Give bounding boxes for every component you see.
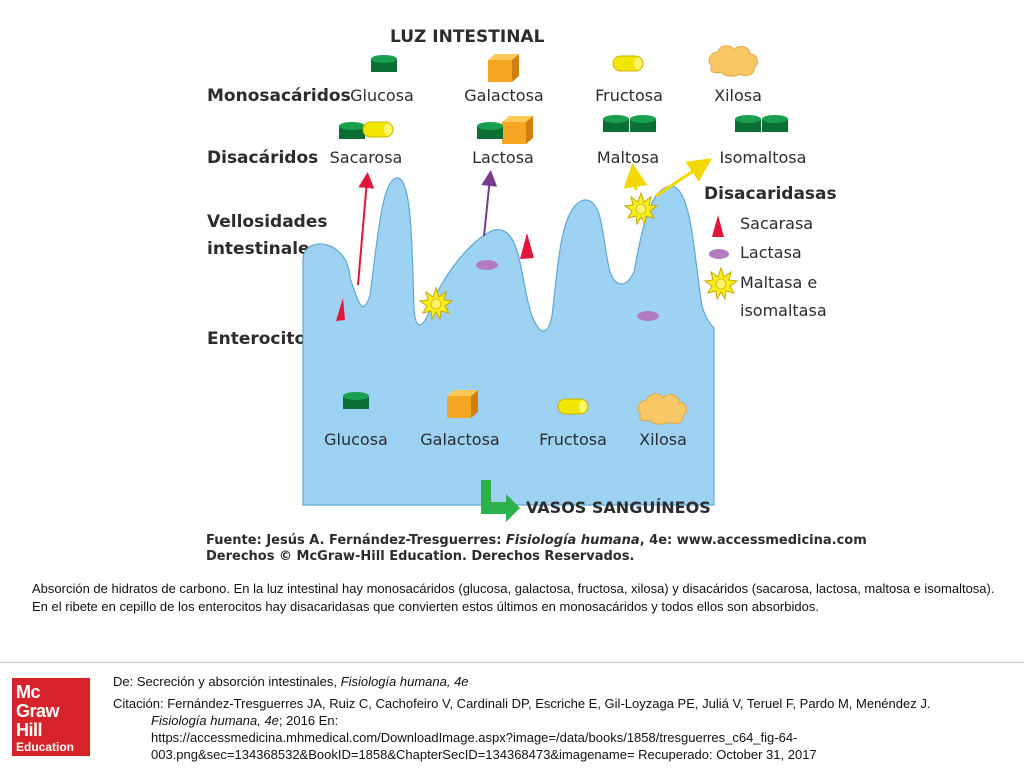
reference-book: Fisiología humana, 4e; 2016 En: xyxy=(151,713,339,728)
legend-sacarasa-label: Sacarasa xyxy=(740,214,813,233)
legend-title: Disacaridasas xyxy=(704,184,837,204)
legend-lactasa-icon xyxy=(709,249,729,259)
di-label-sacarosa: Sacarosa xyxy=(330,148,403,167)
fructose-icon xyxy=(612,55,644,72)
legend-maltasa-icon xyxy=(704,267,738,300)
entero-label-glucosa: Glucosa xyxy=(324,430,388,449)
row-label-enterocito: Enterocito xyxy=(207,329,306,349)
lactosa-glucose-icon xyxy=(477,122,503,139)
vasos-sanguineos-label: VASOS SANGUÍNEOS xyxy=(526,498,711,517)
entero-label-xilosa: Xilosa xyxy=(639,430,687,449)
isomaltosa-arrow xyxy=(655,158,712,198)
entero-label-galactosa: Galactosa xyxy=(420,430,499,449)
di-label-isomaltosa: Isomaltosa xyxy=(720,148,807,167)
lactasa-enzyme-2 xyxy=(637,311,659,321)
glucose-icon xyxy=(371,55,397,72)
sacarasa-enzyme-1 xyxy=(336,298,345,321)
xylose-icon xyxy=(708,45,758,77)
legend-maltasa-label-1: Maltasa e xyxy=(740,273,817,292)
di-label-maltosa: Maltosa xyxy=(597,148,659,167)
maltosa-arrow xyxy=(623,163,648,191)
figure-caption: Absorción de hidratos de carbono. En la … xyxy=(32,581,995,614)
maltosa-glucose-icon-2 xyxy=(630,115,656,132)
entero-glucose-icon xyxy=(343,392,369,409)
mono-label-xilosa: Xilosa xyxy=(714,86,762,105)
enterocyte-villi-shape xyxy=(302,177,715,506)
figure-copyright: Derechos © McGraw-Hill Education. Derech… xyxy=(206,549,634,564)
lactosa-galactose-icon xyxy=(502,116,533,144)
legend-sacarasa-icon xyxy=(712,215,724,237)
row-label-disacaridos: Disacáridos xyxy=(207,148,318,168)
reference-url-1[interactable]: https://accessmedicina.mhmedical.com/Dow… xyxy=(151,730,798,745)
legend-lactasa-label: Lactasa xyxy=(740,243,802,262)
figure-source: Fuente: Jesús A. Fernández-Tresguerres: … xyxy=(206,533,867,548)
reference-from: De: Secreción y absorción intestinales, … xyxy=(113,674,469,689)
figure-panel: LUZ INTESTINAL Monosacáridos Disacáridos… xyxy=(200,20,867,564)
legend-maltasa-label-2: isomaltasa xyxy=(740,301,827,320)
divider xyxy=(0,662,1024,663)
mono-label-fructosa: Fructosa xyxy=(595,86,663,105)
lactosa-arrow xyxy=(481,170,498,237)
vasos-arrow-icon xyxy=(481,480,520,522)
entero-galactose-icon xyxy=(447,390,478,418)
reference-block: De: Secreción y absorción intestinales, … xyxy=(113,673,1018,763)
isomaltosa-glucose-icon-2 xyxy=(762,115,788,132)
lactasa-enzyme-1 xyxy=(476,260,498,270)
sacarosa-fructose-icon xyxy=(362,121,394,138)
galactose-icon xyxy=(488,54,519,82)
di-label-lactosa: Lactosa xyxy=(472,148,534,167)
row-label-vellosidades-2: intestinales xyxy=(207,239,320,259)
row-label-monosacaridos: Monosacáridos xyxy=(207,86,351,106)
entero-label-fructosa: Fructosa xyxy=(539,430,607,449)
reference-citation: Citación: Fernández-Tresguerres JA, Ruiz… xyxy=(113,696,931,711)
luz-intestinal-title: LUZ INTESTINAL xyxy=(390,27,545,47)
mono-label-glucosa: Glucosa xyxy=(350,86,414,105)
entero-fructose-icon xyxy=(557,398,589,415)
isomaltosa-glucose-icon-1 xyxy=(735,115,761,132)
maltosa-glucose-icon-1 xyxy=(603,115,629,132)
sacarosa-glucose-icon xyxy=(339,122,365,139)
sacarosa-arrow xyxy=(357,172,375,286)
reference-url-2[interactable]: 003.png&sec=134368532&BookID=1858&Chapte… xyxy=(151,747,817,762)
sacarasa-enzyme-2 xyxy=(520,233,534,259)
mono-label-galactosa: Galactosa xyxy=(464,86,543,105)
mcgraw-hill-logo: Mc Graw Hill Education xyxy=(12,678,90,756)
carbohydrate-absorption-diagram: LUZ INTESTINAL Monosacáridos Disacáridos… xyxy=(206,27,867,564)
row-label-vellosidades-1: Vellosidades xyxy=(207,212,328,232)
